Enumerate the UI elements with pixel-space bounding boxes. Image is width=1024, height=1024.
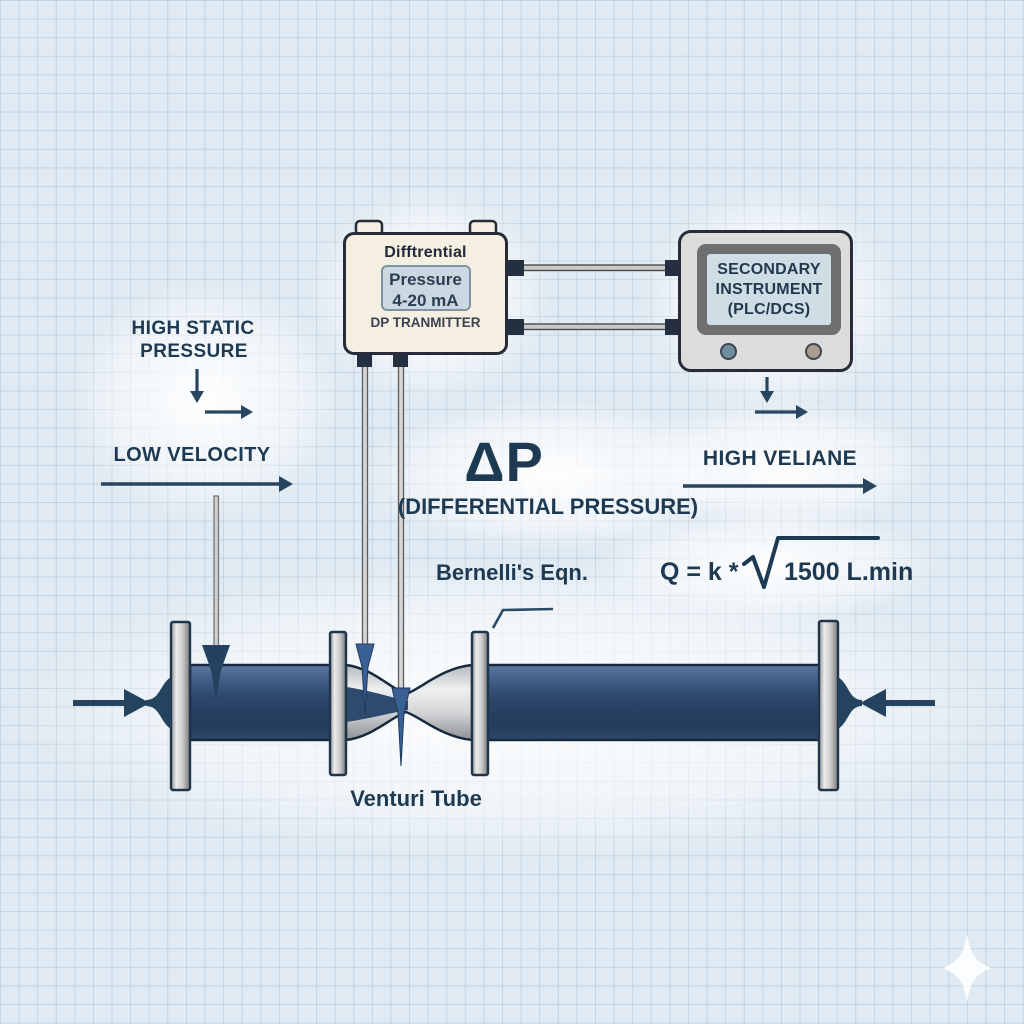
- left-annotation-arrows: [101, 369, 293, 492]
- inlet-flow-arrow: [73, 677, 171, 729]
- transmitter-display-line1: Pressure: [389, 270, 462, 289]
- signal-wire-top: [521, 264, 671, 272]
- outlet-flow-arrow: [838, 677, 935, 729]
- label-high-static-line2: PRESSURE: [140, 341, 248, 362]
- instrument-screen: SECONDARY INSTRUMENT (PLC/DCS): [707, 254, 831, 325]
- flange-3: [470, 630, 490, 777]
- velocity-drop-line: [213, 495, 220, 647]
- secondary-instrument-box: SECONDARY INSTRUMENT (PLC/DCS): [678, 230, 853, 372]
- instrument-screen-text: SECONDARY INSTRUMENT (PLC/DCS): [716, 260, 823, 320]
- bernelli-leader-line: [491, 607, 554, 629]
- pipe-left-segment: [188, 663, 334, 742]
- flange-4: [817, 619, 840, 792]
- label-bernellis-eqn: Bernelli's Eqn.: [436, 560, 588, 585]
- label-delta-p: ΔP: [464, 430, 544, 493]
- wire-connector: [508, 260, 524, 276]
- dp-transmitter-box: Difftrential Pressure 4-20 mA DP TRANMIT…: [343, 232, 508, 355]
- pipe-right-segment: [485, 663, 823, 742]
- transmitter-display-line2: 4-20 mA: [392, 291, 459, 310]
- transmitter-display: Pressure 4-20 mA: [380, 265, 471, 311]
- label-high-static-line1: HIGH STATIC: [131, 318, 255, 339]
- screen-line2: INSTRUMENT: [715, 280, 823, 298]
- label-low-velocity: LOW VELOCITY: [113, 444, 271, 466]
- screen-line1: SECONDARY: [717, 260, 821, 278]
- flange-2: [328, 630, 348, 777]
- transmitter-title: Difftrential: [384, 244, 467, 261]
- label-differential-pressure: (DIFFERENTIAL PRESSURE): [397, 494, 699, 519]
- equation-lhs: Q = k *: [660, 558, 739, 586]
- equation-radicand: 1500 L.min: [784, 558, 914, 586]
- instrument-button-left[interactable]: [720, 343, 737, 360]
- signal-wire-bottom: [521, 323, 671, 331]
- transmitter-caption: DP TRANMITTER: [370, 315, 481, 330]
- impulse-line-low: [397, 357, 405, 699]
- wire-connector: [508, 319, 524, 335]
- screen-line3: (PLC/DCS): [727, 300, 811, 318]
- impulse-line-high: [361, 357, 369, 649]
- flange-1: [169, 620, 192, 792]
- label-high-veliane: HIGH VELIANE: [702, 447, 858, 470]
- label-venturi-tube: Venturi Tube: [350, 786, 482, 811]
- impulse-tap-arrow-low: [391, 687, 411, 767]
- right-annotation-arrows: [683, 377, 877, 494]
- sparkle-icon: [943, 934, 991, 1002]
- instrument-button-right[interactable]: [805, 343, 822, 360]
- instrument-screen-frame: SECONDARY INSTRUMENT (PLC/DCS): [697, 244, 841, 335]
